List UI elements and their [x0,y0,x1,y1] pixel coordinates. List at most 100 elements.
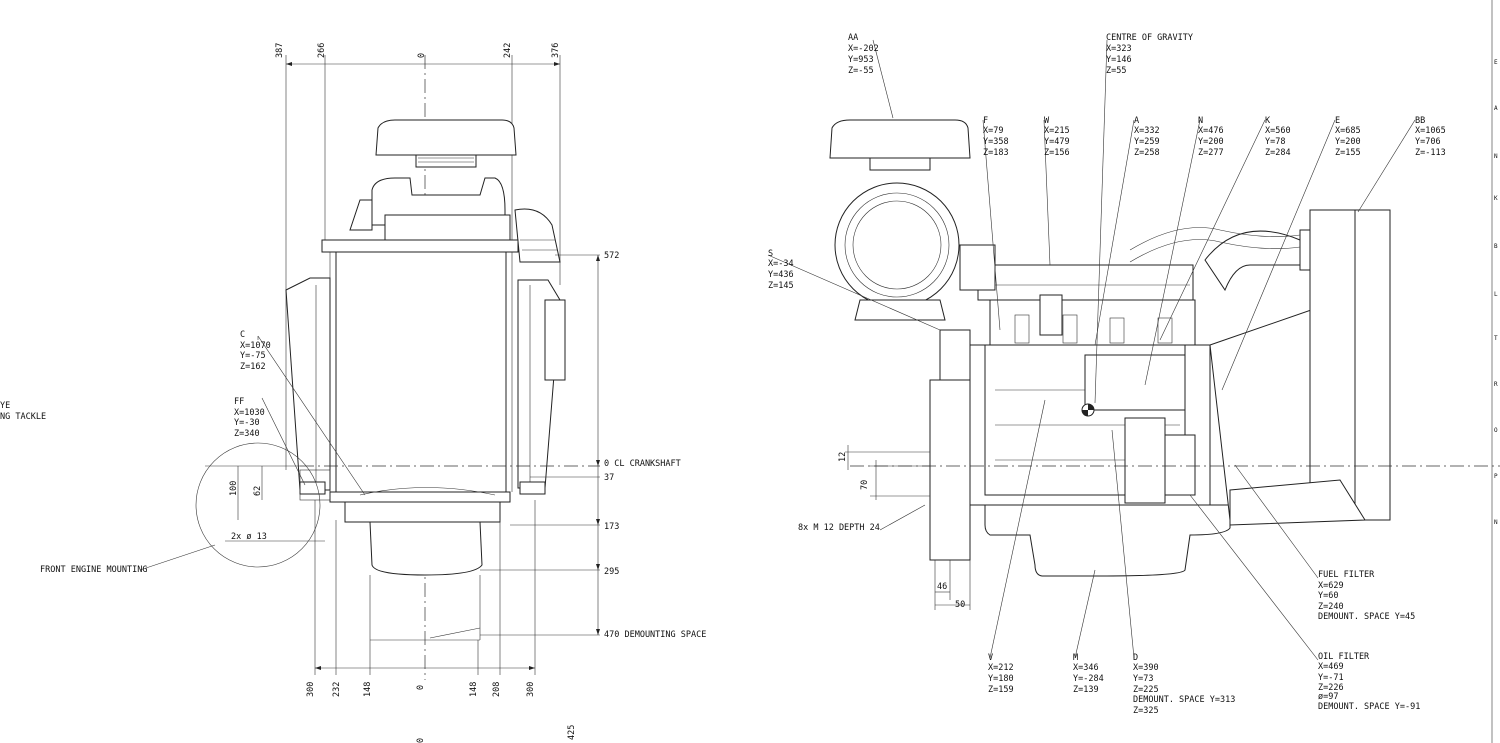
edge-letter: T [1494,335,1498,342]
point-e-y: Y=200 [1335,137,1361,147]
dim-295: 295 [604,567,619,577]
point-d: D X=390 Y=73 Z=225 DEMOUNT. SPACE Y=313 … [1133,653,1235,716]
dim-12: 12 [838,452,848,462]
side-dims: 12 70 8x M 12 DEPTH 24 46 50 [798,452,965,610]
point-v: V X=212 Y=180 Z=159 [988,653,1014,695]
front-view [139,55,600,680]
oil-filter-z: Z=226 [1318,683,1344,693]
point-ff-name: FF [234,397,244,407]
edge-letter: A [1494,105,1498,112]
point-w-x: X=215 [1044,126,1070,136]
point-k-x: X=560 [1265,126,1291,136]
point-n: N X=476 Y=200 Z=277 [1198,116,1224,158]
point-e-z: Z=155 [1335,148,1361,158]
dim-208: 208 [492,682,502,697]
lifting-line-2: NG TACKLE [0,412,46,422]
oil-filter-y: Y=-71 [1318,673,1344,683]
dim-300-b: 300 [526,682,536,697]
point-s-z: Z=145 [768,281,794,291]
point-aa-x: X=-202 [848,44,879,54]
point-c-x: X=1070 [240,341,271,351]
point-f: F X=79 Y=358 Z=183 [983,116,1009,158]
point-bb-z: Z=-113 [1415,148,1446,158]
point-a: A X=332 Y=259 Z=258 [1134,116,1160,158]
side-view [767,0,1500,743]
point-e-x: X=685 [1335,126,1361,136]
point-bb-y: Y=706 [1415,137,1441,147]
point-d-z: Z=225 [1133,685,1159,695]
point-d-y: Y=73 [1133,674,1153,684]
bolts-label: 8x M 12 DEPTH 24 [798,523,880,533]
point-n-y: Y=200 [1198,137,1224,147]
point-d-demount-z: Z=325 [1133,706,1159,716]
point-w-z: Z=156 [1044,148,1070,158]
dim-148-b: 148 [469,682,479,697]
holes-label: 2x ø 13 [231,532,267,542]
edge-letter: O [1494,427,1498,434]
cog-x: X=323 [1106,44,1132,54]
dim-70: 70 [860,480,870,490]
point-bb-x: X=1065 [1415,126,1446,136]
dim-37: 37 [604,473,614,483]
fuel-filter-demount: DEMOUNT. SPACE Y=45 [1318,612,1415,622]
point-k-y: Y=78 [1265,137,1285,147]
dim-46: 46 [937,582,947,592]
dim-387: 387 [275,43,285,58]
dim-0-bottom: 0 [416,685,426,690]
cog-y: Y=146 [1106,55,1132,65]
point-v-x: X=212 [988,663,1014,673]
edge-letter: K [1494,195,1498,202]
point-c-name: C [240,330,245,340]
point-n-z: Z=277 [1198,148,1224,158]
edge-letters: E A N K B L T R O P N [1494,59,1498,526]
left-bottom-dims: 300 232 148 0 148 208 300 425 0 [306,682,577,743]
point-m-z: Z=139 [1073,685,1099,695]
dim-266: 266 [317,43,327,58]
dim-148-a: 148 [363,682,373,697]
point-ff-x: X=1030 [234,408,265,418]
point-d-name: D [1133,653,1138,663]
point-c-z: Z=162 [240,362,266,372]
point-bb-name: BB [1415,116,1425,126]
edge-letter: E [1494,59,1498,66]
oil-filter-x: X=469 [1318,662,1344,672]
point-c: C X=1070 Y=-75 Z=162 [240,330,271,372]
oil-filter-title: OIL FILTER [1318,652,1370,662]
dim-232: 232 [332,682,342,697]
point-f-z: Z=183 [983,148,1009,158]
oil-filter-demount: DEMOUNT. SPACE Y=-91 [1318,702,1420,712]
fuel-filter-title: FUEL FILTER [1318,570,1375,580]
point-m: M X=346 Y=-284 Z=139 [1073,653,1104,695]
point-ff: FF X=1030 Y=-30 Z=340 [234,397,265,439]
crankshaft-label: 0 CL CRANKSHAFT [604,459,681,469]
edge-letter: N [1494,519,1498,526]
dim-0-top: 0 [417,53,427,58]
oil-filter: OIL FILTER X=469 Y=-71 Z=226 ø=97 DEMOUN… [1318,652,1420,712]
point-d-x: X=390 [1133,663,1159,673]
front-mount-label: FRONT ENGINE MOUNTING [40,565,147,575]
point-v-z: Z=159 [988,685,1014,695]
point-aa-name: AA [848,33,858,43]
dim-0-extra: 0 [416,738,426,743]
left-top-dims: 387 266 0 242 376 [275,43,561,58]
point-k-z: Z=284 [1265,148,1291,158]
point-m-name: M [1073,653,1078,663]
cog-z: Z=55 [1106,66,1126,76]
fuel-filter: FUEL FILTER X=629 Y=60 Z=240 DEMOUNT. SP… [1318,570,1415,622]
point-k-name: K [1265,116,1271,126]
dim-100: 100 [229,481,239,496]
edge-letter: R [1494,381,1498,388]
point-c-y: Y=-75 [240,351,266,361]
oil-filter-dia: ø=97 [1318,692,1338,702]
point-v-y: Y=180 [988,674,1014,684]
point-f-y: Y=358 [983,137,1009,147]
point-bb: BB X=1065 Y=706 Z=-113 [1415,116,1446,158]
centre-of-gravity: CENTRE OF GRAVITY X=323 Y=146 Z=55 [1106,33,1193,76]
point-n-name: N [1198,116,1203,126]
fuel-filter-z: Z=240 [1318,602,1344,612]
edge-letter: N [1494,153,1498,160]
cog-title: CENTRE OF GRAVITY [1106,33,1193,43]
point-n-x: X=476 [1198,126,1224,136]
edge-letter: L [1494,291,1498,298]
point-aa-z: Z=-55 [848,66,874,76]
